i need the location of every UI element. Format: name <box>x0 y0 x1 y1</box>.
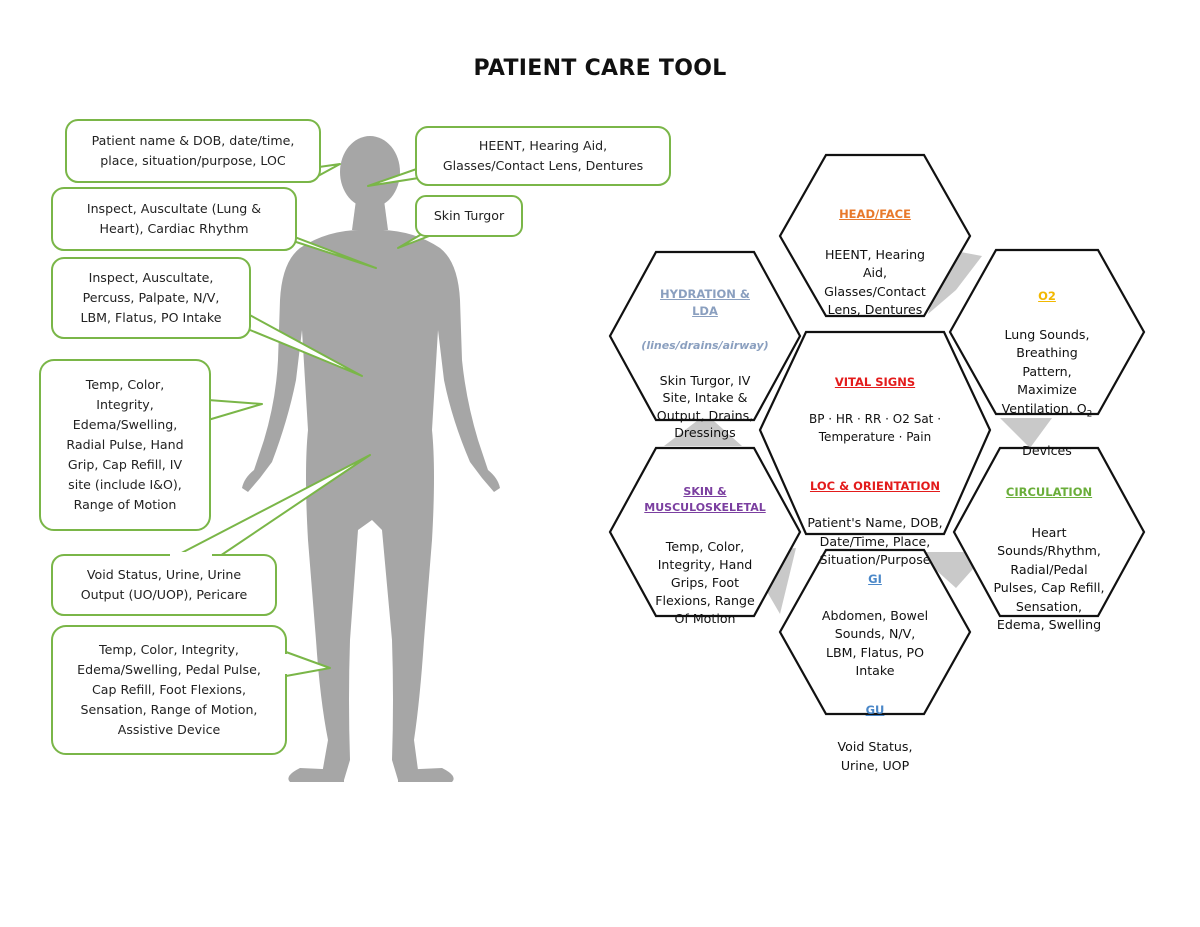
hex-head-face-title: HEAD/FACE <box>839 206 911 221</box>
hex-head-face-body: HEENT, Hearing Aid, Glasses/Contact Lens… <box>824 246 926 318</box>
hex-circulation-title: CIRCULATION <box>1005 484 1093 499</box>
hex-vital-body: BP · HR · RR · O2 Sat · Temperature · Pa… <box>808 411 942 445</box>
callout-patient-info: Patient name & DOB, date/time, place, si… <box>91 133 295 168</box>
callout-lung-heart: Inspect, Auscultate (Lung & Heart), Card… <box>86 201 262 236</box>
callout-void-status: Void Status, Urine, Urine Output (UO/UOP… <box>80 567 248 602</box>
hex-hydration-subtitle: (lines/drains/airway) <box>641 339 769 352</box>
hex-o2-subscript: 2 <box>1086 409 1093 420</box>
hex-gi-title: GI <box>868 571 882 586</box>
body-silhouette <box>242 136 500 782</box>
hex-gi-body: Abdomen, Bowel Sounds, N/V, LBM, Flatus,… <box>821 607 929 679</box>
hex-gu-body: Void Status, Urine, UOP <box>837 739 913 773</box>
hex-circulation: CIRCULATION Heart Sounds/Rhythm, Radial/… <box>962 464 1136 653</box>
hex-loc-body: Patient's Name, DOB, Date/Time, Place, S… <box>807 515 943 567</box>
callout-boxes <box>39 119 671 755</box>
hex-vital-signs: VITAL SIGNS BP · HR · RR · O2 Sat · Temp… <box>772 354 978 588</box>
hex-hydration-body: Skin Turgor, IV Site, Intake & Output, D… <box>656 372 754 441</box>
hexagons <box>608 153 1146 716</box>
callout-heent: HEENT, Hearing Aid, Glasses/Contact Lens… <box>442 138 644 173</box>
callout-leg: Temp, Color, Integrity, Edema/Swelling, … <box>77 642 261 737</box>
hex-vital-title: VITAL SIGNS <box>834 374 916 389</box>
hex-o2: O2 Lung Sounds, Breathing Pattern, Maxim… <box>960 268 1134 479</box>
callout-abdomen: Inspect, Auscultate, Percuss, Palpate, N… <box>80 270 222 325</box>
callout-skin-turgor: Skin Turgor <box>433 208 505 223</box>
hex-o2-body: Lung Sounds, Breathing Pattern, Maximize… <box>1001 326 1090 416</box>
hex-loc-title: LOC & ORIENTATION <box>809 479 941 493</box>
page-title: PATIENT CARE TOOL <box>473 56 727 81</box>
callout-arm: Temp, Color, Integrity, Edema/Swelling, … <box>66 377 184 512</box>
hex-gu-title: GU <box>865 703 885 717</box>
hex-gi-gu: GI Abdomen, Bowel Sounds, N/V, LBM, Flat… <box>790 551 960 794</box>
hex-head-face: HEAD/FACE HEENT, Hearing Aid, Glasses/Co… <box>790 186 960 338</box>
hex-hydration-title: HYDRATION & LDA <box>660 286 750 319</box>
hex-skin-title: SKIN & MUSCULOSKELETAL <box>644 485 766 514</box>
hex-skin: SKIN & MUSCULOSKELETAL Temp, Color, Inte… <box>620 466 790 646</box>
hex-circulation-body: Heart Sounds/Rhythm, Radial/Pedal Pulses… <box>993 524 1105 633</box>
hex-o2-devices: Devices <box>1022 443 1072 459</box>
hex-o2-title: O2 <box>1038 288 1056 303</box>
hex-skin-body: Temp, Color, Integrity, Hand Grips, Foot… <box>655 539 755 626</box>
hex-hydration: HYDRATION & LDA (lines/drains/airway) Sk… <box>620 268 790 459</box>
